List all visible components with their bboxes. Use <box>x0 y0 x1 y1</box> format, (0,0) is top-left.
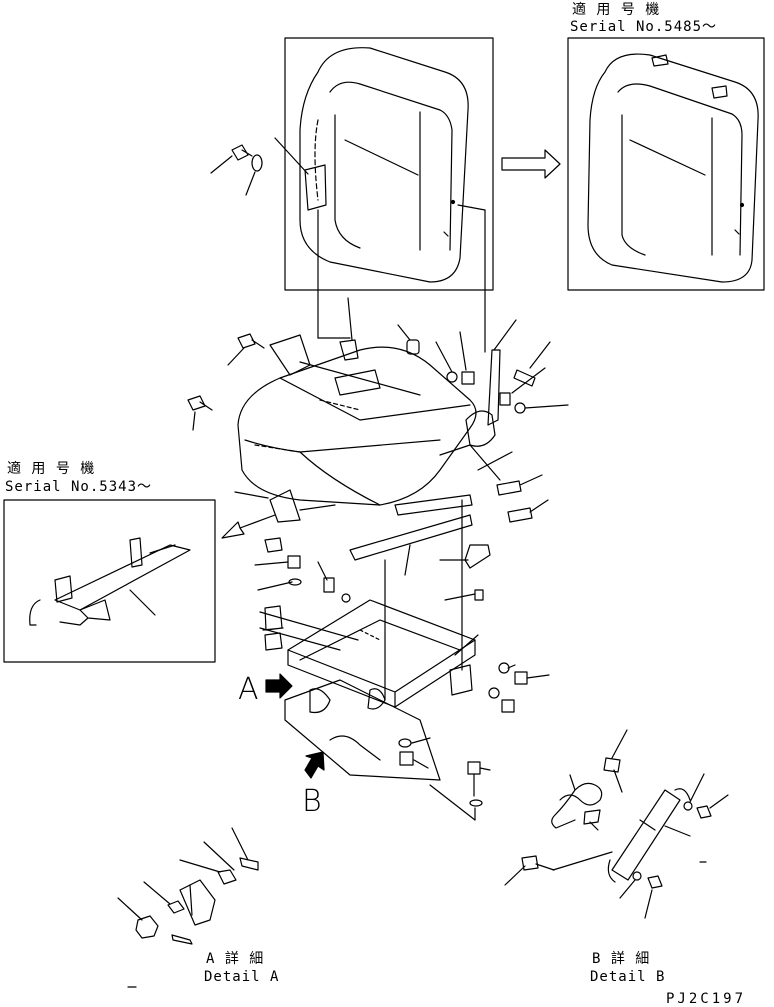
spring-icon <box>552 783 602 828</box>
backrest-variant-group <box>568 38 764 290</box>
shock-absorber-icon <box>612 790 680 880</box>
washer-icon <box>289 579 301 585</box>
nut-icon <box>697 806 711 818</box>
view-b-marker: B <box>302 784 323 819</box>
bolt-icon <box>497 481 521 495</box>
rubber-stopper-icon <box>265 633 282 650</box>
detail-a-title-en: Detail A <box>204 969 280 985</box>
nut-icon <box>407 340 419 354</box>
washer-icon <box>252 155 262 171</box>
nut-icon <box>462 372 474 384</box>
variant-left-applicable-label: 適 用 号 機 <box>7 461 96 477</box>
front-arrow-icon <box>222 515 275 538</box>
seat-cushion <box>238 347 476 505</box>
washer-icon <box>399 739 411 747</box>
detail-b-group <box>505 730 728 918</box>
washer-icon <box>489 688 499 698</box>
drawing-code: PJ2C197 <box>666 991 747 1007</box>
backrest-group <box>211 38 493 290</box>
washer-icon <box>342 594 350 602</box>
variant-top-applicable-label: 適 用 号 機 <box>572 2 661 18</box>
view-a-arrow-icon <box>266 674 292 698</box>
variant-frame <box>4 500 215 662</box>
nut-icon <box>515 672 527 684</box>
bolt-icon <box>514 370 535 386</box>
nut-icon <box>500 393 510 405</box>
bolt-icon <box>232 145 252 160</box>
view-a-marker: A <box>238 672 260 707</box>
nut-icon <box>502 700 514 712</box>
slide-rail-group <box>222 490 490 700</box>
view-b-arrow-icon <box>305 752 324 778</box>
nut-icon <box>400 752 413 765</box>
bolt-icon <box>522 856 554 870</box>
detail-b-title-en: Detail B <box>590 969 666 985</box>
backrest-frame <box>285 38 493 290</box>
suspension-group <box>255 556 549 820</box>
nut-icon <box>648 876 662 888</box>
washer-icon <box>470 800 482 806</box>
nut-icon <box>324 578 334 592</box>
detail-b-title-jp: B 詳 細 <box>592 951 651 967</box>
variant-top-serial-label: Serial No.5485～ <box>570 19 718 35</box>
bolt-icon <box>188 396 212 410</box>
variant-left-serial-label: Serial No.5343～ <box>5 479 153 495</box>
washer-icon <box>684 802 692 810</box>
bolt-icon <box>508 508 532 522</box>
backrest-cushion <box>300 48 468 282</box>
bolt-icon <box>604 758 622 792</box>
washer-icon <box>447 372 457 382</box>
variant-frame <box>568 38 764 290</box>
variant-arrow-icon <box>502 150 560 178</box>
washer-icon <box>633 872 641 880</box>
nut-icon <box>288 556 300 568</box>
bolt-icon <box>238 334 264 348</box>
bolt-icon <box>468 762 480 796</box>
knob-icon <box>136 916 158 938</box>
washer-icon <box>515 403 525 413</box>
detail-a-title-jp: A 詳 細 <box>206 951 265 967</box>
nut-icon <box>218 870 236 884</box>
detail-a-group <box>118 828 258 987</box>
slide-lever-variant-group <box>4 500 215 662</box>
seat-cushion-group <box>188 205 568 522</box>
nut-icon <box>168 901 184 913</box>
